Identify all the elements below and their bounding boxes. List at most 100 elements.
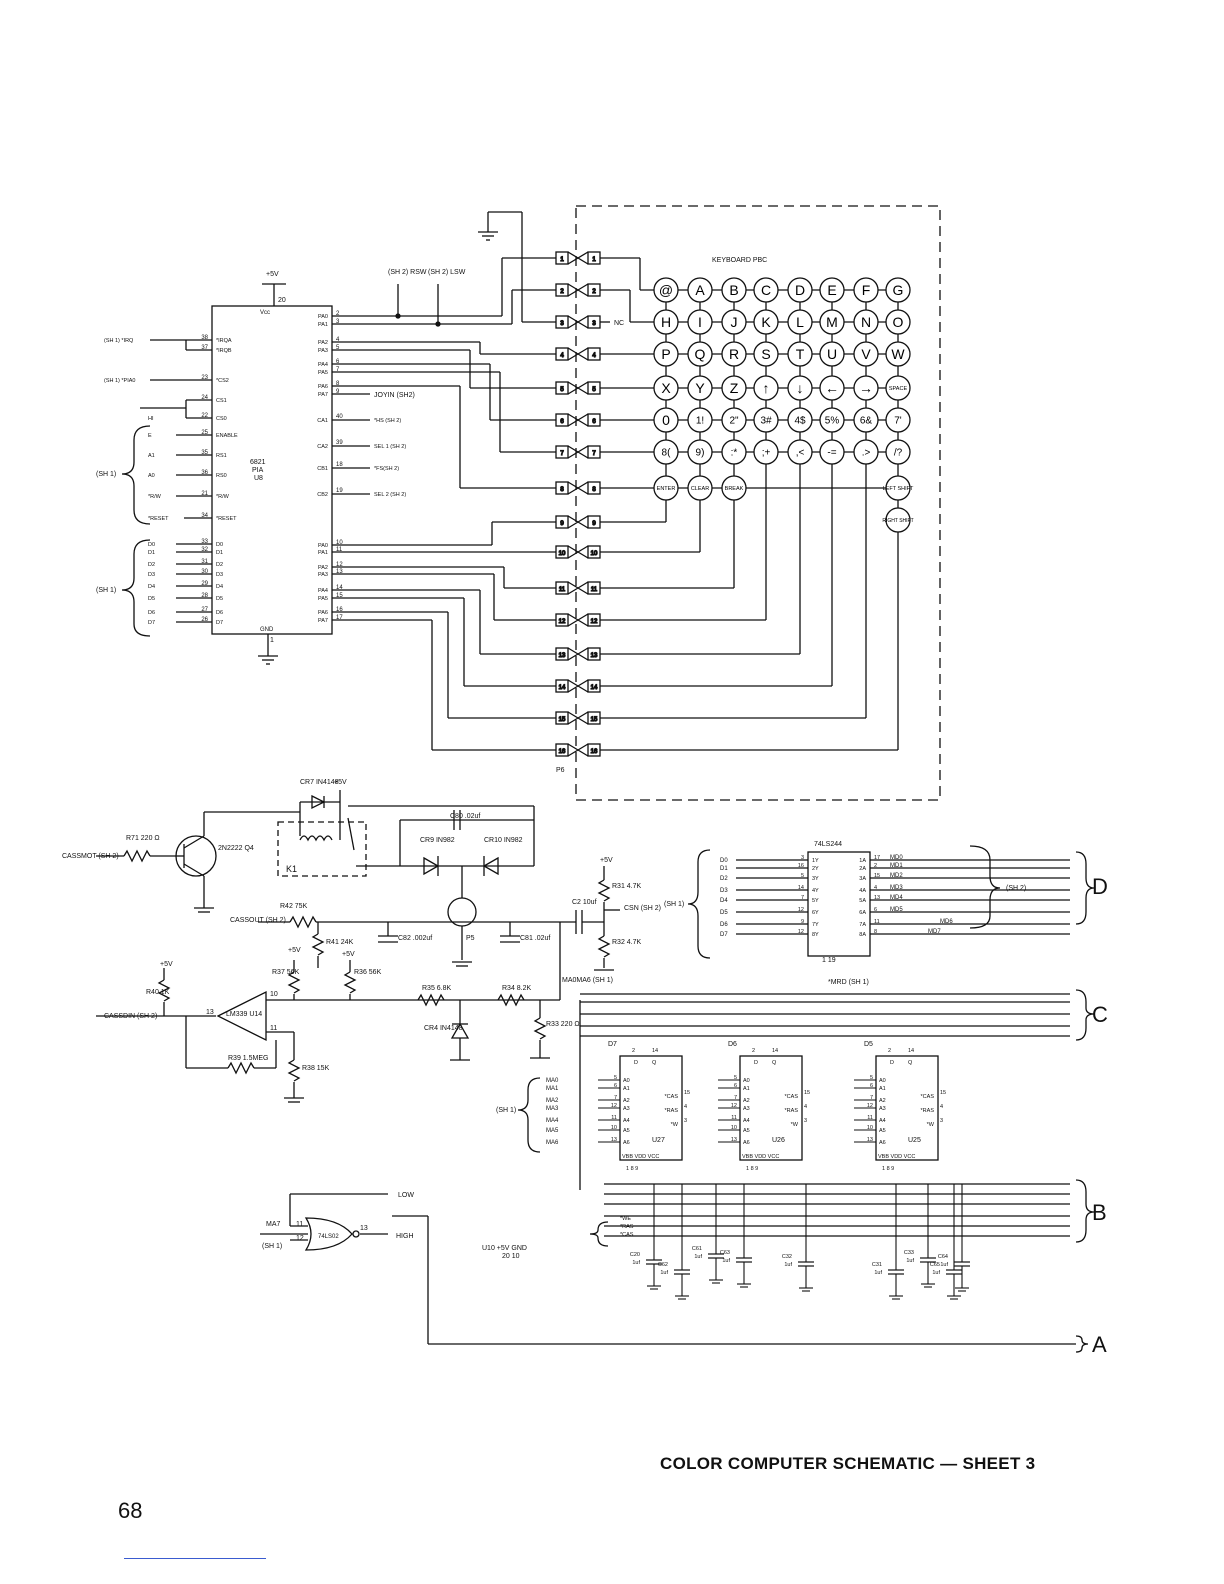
- key-label: A: [695, 282, 705, 298]
- key-label: G: [893, 282, 904, 298]
- key-label: ↑: [763, 380, 770, 396]
- buffer-in-pin: 9: [801, 919, 804, 925]
- key-1-7: O: [885, 309, 911, 335]
- ram-data-label: D7: [608, 1041, 617, 1048]
- pia-pin-num: 26: [201, 617, 208, 623]
- ram-addr-pin: 13: [611, 1137, 617, 1143]
- gate-pin-13: 13: [360, 1225, 368, 1232]
- key-5-2: :*: [721, 439, 747, 465]
- connector-cross-2: [567, 283, 589, 297]
- 74ls02-nor-gate: [304, 1217, 353, 1251]
- pia-pin-name: *R/W: [216, 494, 230, 500]
- connector-cross-16: [567, 743, 589, 757]
- ram-addr-name: A4: [879, 1118, 886, 1124]
- key-5-0: 8(: [653, 439, 679, 465]
- ram-addr-pin: 7: [734, 1095, 737, 1101]
- key-2-2: R: [721, 341, 747, 367]
- key-2-7: W: [885, 341, 911, 367]
- ram-top-pin: 14: [772, 1048, 778, 1054]
- gate-power: U10 +5V GND: [482, 1245, 527, 1252]
- key-label: :*: [731, 448, 738, 459]
- pia-pin-name: RS1: [216, 453, 227, 459]
- r36-label: R36 56K: [354, 969, 382, 976]
- key-0-7: G: [885, 277, 911, 303]
- key-label: -=: [827, 448, 836, 459]
- connector-cross-1: [567, 251, 589, 265]
- ram-top-name: Q: [772, 1060, 777, 1066]
- pia-pin-signal: *RESET: [148, 516, 169, 522]
- cap-ref: C61: [692, 1246, 702, 1252]
- ram-top-pin: 2: [888, 1048, 891, 1054]
- connector-pin-3-left: [555, 315, 569, 329]
- buffer-input-label: D3: [720, 888, 728, 894]
- pia-pin-signal: A1: [148, 453, 155, 459]
- cap-ref: C32: [782, 1254, 792, 1260]
- ram-addr-name: A5: [623, 1128, 630, 1134]
- key-label: W: [891, 346, 905, 362]
- ram-address-input: MA2: [546, 1098, 559, 1104]
- pia-pin-num: 37: [201, 345, 208, 351]
- ram-addr-pin: 5: [614, 1075, 617, 1081]
- key-0-6: F: [853, 277, 879, 303]
- key-label: →: [859, 380, 873, 396]
- connector-pin-label-15: 15: [559, 717, 566, 723]
- key-5-3: ;+: [753, 439, 779, 465]
- connector-pin-8-left: [555, 481, 569, 495]
- buffer-in-pin: 7: [801, 895, 804, 901]
- buffer-in-pin: 12: [798, 907, 804, 913]
- key-1-3: K: [753, 309, 779, 335]
- pia-pa-name: PA3: [318, 348, 328, 354]
- ram-top-pin: 14: [652, 1048, 658, 1054]
- pia-pa-num: 9: [336, 389, 340, 395]
- key-0-0: @: [653, 277, 679, 303]
- key-4-3: 3#: [753, 407, 779, 433]
- buffer-in-pin: 16: [798, 863, 804, 869]
- buffer-in-pin: 3: [801, 855, 804, 861]
- pia-pin-num: 38: [201, 335, 208, 341]
- connector-pin-label-12: 12: [559, 619, 566, 625]
- ram-addr-pin: 5: [734, 1075, 737, 1081]
- high-label: HIGH: [396, 1233, 414, 1240]
- connector-cross-13: [567, 647, 589, 661]
- connector-pin-label-7: 7: [560, 451, 564, 457]
- cassmot-label: CASSMOT (SH 2): [62, 853, 119, 860]
- ram-addr-name: A5: [879, 1128, 886, 1134]
- pia-pin-num: 36: [201, 470, 208, 476]
- ram-ctrl-name: *CAS: [921, 1094, 935, 1100]
- key-5-7: /?: [885, 439, 911, 465]
- ram-addr-name: A1: [879, 1086, 886, 1092]
- key-label: C: [761, 282, 771, 298]
- ram-addr-pin: 11: [867, 1115, 873, 1121]
- connector-pin-label-2: 2: [560, 289, 564, 295]
- ram-ctrl-name: *RAS: [785, 1108, 799, 1114]
- buffer-out-pin: 2: [874, 863, 877, 869]
- buffer-input-label: D4: [720, 898, 728, 904]
- pia-gnd-pin: 1: [270, 637, 274, 644]
- key-5-1: 9): [687, 439, 713, 465]
- key-label: ENTER: [657, 486, 676, 492]
- buffer-output-label: MD7: [928, 929, 941, 935]
- connector-pin-14-left: [555, 679, 569, 693]
- ram-data-label: D5: [864, 1041, 873, 1048]
- key-label: D: [795, 282, 805, 298]
- pia-pb-num: 10: [336, 540, 343, 546]
- pia-pin-signal: D7: [148, 620, 155, 626]
- buffer-in-name: 2Y: [812, 866, 819, 872]
- key-3-2: Z: [721, 375, 747, 401]
- pia-ctrl-name: CB1: [317, 466, 328, 472]
- connector-cross-8: [567, 481, 589, 495]
- plus5-label: +5V: [334, 779, 347, 786]
- key-4-2: 2": [721, 407, 747, 433]
- pia-pin-name: *IRQA: [216, 338, 232, 344]
- buffer-in-pin: 5: [801, 873, 804, 879]
- ram-address-input: MA5: [546, 1128, 559, 1134]
- c82-label: C82 .002uf: [398, 935, 432, 942]
- ram-ref: U25: [908, 1137, 921, 1144]
- footer-rule: [124, 1558, 266, 1559]
- key-label: Q: [695, 346, 706, 362]
- key-label: SPACE: [889, 386, 908, 392]
- ram-ctrl-pin: 4: [684, 1104, 687, 1110]
- pia-pb-num: 15: [336, 593, 343, 599]
